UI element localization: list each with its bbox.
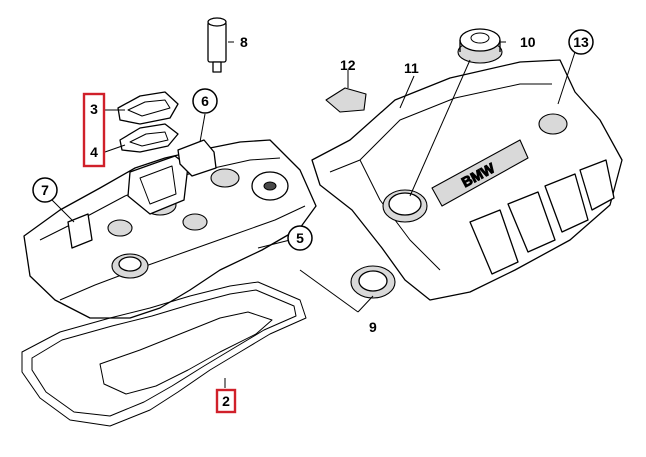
- oil-filler-cap: [457, 28, 503, 64]
- svg-text:13: 13: [573, 34, 589, 50]
- callout-6: 6: [192, 88, 218, 114]
- callout-9: 9: [369, 319, 377, 335]
- highlight-box-3-4: [82, 92, 106, 168]
- callout-13: 13: [568, 29, 594, 55]
- seal-ring: [350, 265, 396, 299]
- highlight-box-2: [215, 388, 237, 414]
- svg-text:10: 10: [520, 34, 536, 50]
- callout-11: 11: [404, 60, 419, 76]
- svg-text:11: 11: [404, 60, 419, 76]
- callout-3: 3: [90, 101, 98, 117]
- svg-text:7: 7: [41, 182, 49, 198]
- svg-text:9: 9: [369, 319, 377, 335]
- callout-2: 2: [222, 393, 230, 409]
- callout-8: 8: [240, 34, 248, 50]
- sensor-pin: [207, 17, 227, 73]
- callout-10: 10: [520, 34, 536, 50]
- vent-bracket: [177, 139, 217, 177]
- svg-text:6: 6: [201, 93, 209, 109]
- svg-text:5: 5: [296, 230, 304, 246]
- cover-gasket: [21, 281, 307, 427]
- svg-text:12: 12: [340, 57, 356, 73]
- callout-12: 12: [340, 57, 356, 73]
- callout-4: 4: [90, 144, 98, 160]
- cover-clip: [325, 87, 367, 113]
- svg-text:8: 8: [240, 34, 248, 50]
- small-gaskets: [117, 91, 179, 153]
- callout-5: 5: [287, 225, 313, 251]
- callout-7: 7: [32, 177, 58, 203]
- leader-lines: [51, 41, 576, 388]
- cylinder-head-cover: [23, 139, 317, 319]
- engine-cover: BMW: [311, 59, 623, 301]
